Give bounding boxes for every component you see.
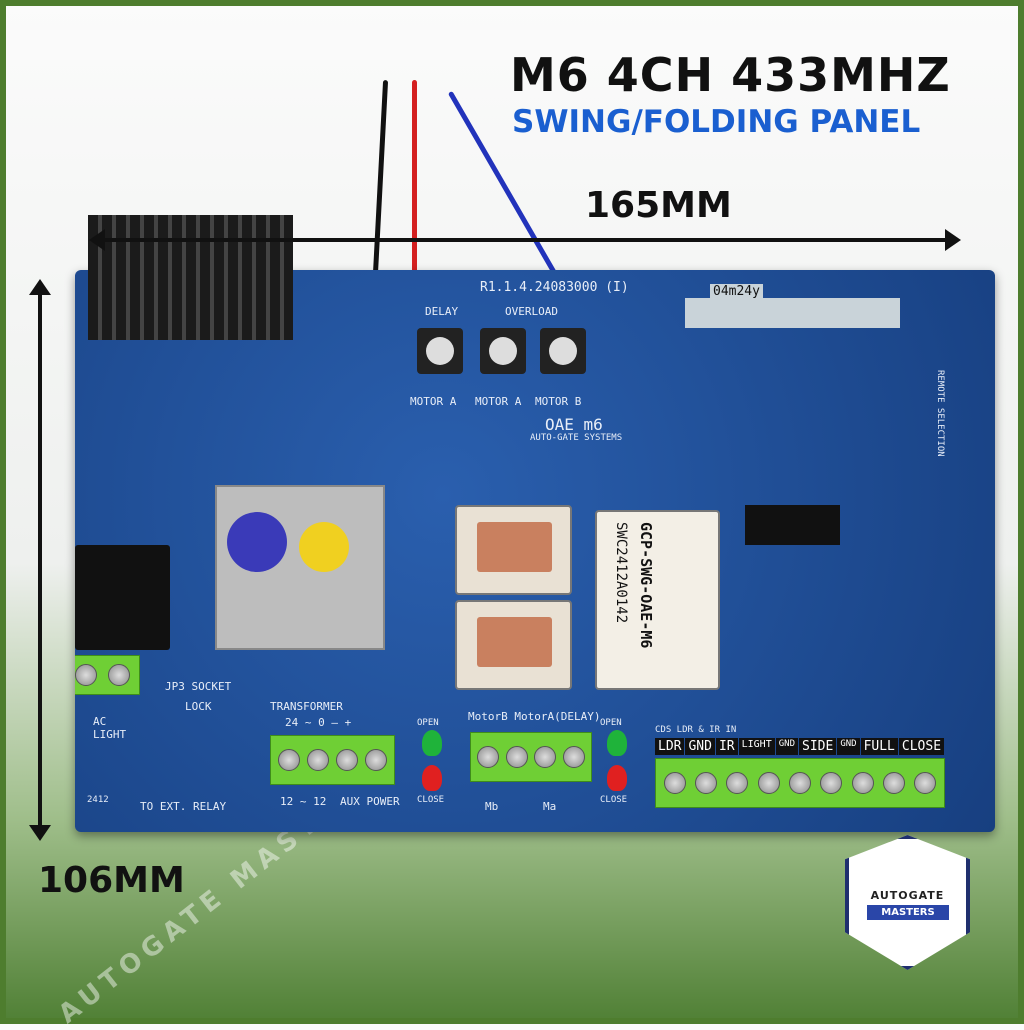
relay-label-sticker: GCP-SWG-OAE-M6 SWC2412A0142 [595, 510, 720, 690]
transformer-marks: 24 ~ 0 — + [285, 716, 352, 729]
input-terminal-header: CDS LDR & IR IN [655, 725, 737, 735]
motor-header-label: MotorB MotorA(DELAY) [468, 710, 601, 723]
terminal-label-full: FULL [860, 738, 898, 755]
brand-label: OAE m6 [545, 415, 603, 434]
terminal-label-gnd: GND [775, 738, 798, 755]
pot-label: MOTOR A [410, 395, 457, 408]
open-label: OPEN [600, 718, 622, 728]
close-label: CLOSE [600, 795, 628, 805]
power-terminal[interactable] [270, 735, 395, 785]
red-wire [412, 80, 417, 275]
relay-motor-a [455, 600, 572, 690]
terminal-label-ir: IR [715, 738, 738, 755]
open-led-b [422, 730, 442, 756]
height-arrow [29, 279, 51, 841]
microcontroller-chip [745, 505, 840, 545]
remote-selection-label: REMOTE SELECTION [935, 370, 945, 457]
terminal-label-close: CLOSE [898, 738, 945, 755]
autogate-masters-logo: AUTOGATE MASTERS [845, 835, 970, 970]
motor-terminal[interactable] [470, 732, 592, 782]
height-dimension: 106MM [38, 860, 185, 901]
black-wire [372, 80, 389, 275]
date-code: 2412 [87, 795, 109, 805]
relay-motor-b [455, 505, 572, 595]
ac-light-relay [75, 545, 170, 650]
aux-range-label: 12 ~ 12 [280, 795, 327, 808]
transformer [215, 485, 385, 650]
ac-light-label: AC LIGHT [93, 715, 127, 741]
rf-module-code: 04m24y [710, 284, 763, 299]
heatsink [88, 215, 293, 340]
close-label: CLOSE [417, 795, 445, 805]
ext-relay-label: TO EXT. RELAY [140, 800, 227, 813]
width-dimension: 165MM [585, 185, 732, 226]
terminal-label-side: SIDE [799, 738, 837, 755]
motor-b-label: Mb [485, 800, 499, 813]
control-board: R1.1.4.24083000 (I) 04m24y DELAY OVERLOA… [75, 270, 995, 832]
ac-light-terminal[interactable] [75, 655, 140, 695]
close-led-a [607, 765, 627, 791]
terminal-labels: LDR GND IR LIGHT GND SIDE GND FULL CLOSE [655, 738, 945, 755]
delay-potentiometer[interactable] [417, 328, 463, 374]
close-led-b [422, 765, 442, 791]
overload-b-potentiometer[interactable] [540, 328, 586, 374]
terminal-label-gnd: GND [685, 738, 715, 755]
terminal-label-gnd: GND [837, 738, 860, 755]
terminal-label-ldr: LDR [655, 738, 685, 755]
open-led-a [607, 730, 627, 756]
overload-label: OVERLOAD [505, 305, 558, 318]
pot-label: MOTOR A [475, 395, 522, 408]
relay-part-number: GCP-SWG-OAE-M6 [637, 522, 655, 649]
product-title: M6 4CH 433MHZ [510, 48, 951, 102]
transformer-label: TRANSFORMER [270, 700, 343, 713]
open-label: OPEN [417, 718, 439, 728]
motor-a-label: Ma [543, 800, 557, 813]
rf-module [685, 298, 900, 328]
overload-a-potentiometer[interactable] [480, 328, 526, 374]
relay-serial: SWC2412A0142 [613, 522, 629, 624]
aux-power-label: AUX POWER [340, 795, 400, 808]
width-arrow [89, 229, 961, 251]
pot-label: MOTOR B [535, 395, 582, 408]
logo-line2: MASTERS [867, 905, 949, 920]
lock-label: LOCK [185, 700, 212, 713]
product-subtitle: SWING/FOLDING PANEL [512, 104, 921, 140]
delay-label: DELAY [425, 305, 459, 318]
logo-line1: AUTOGATE [870, 889, 945, 902]
revision-label: R1.1.4.24083000 (I) [480, 280, 629, 295]
terminal-label-light: LIGHT [738, 738, 775, 755]
jp3-label: JP3 SOCKET [165, 680, 232, 693]
brand-sub-label: AUTO-GATE SYSTEMS [530, 433, 623, 443]
input-terminal-block[interactable] [655, 758, 945, 808]
